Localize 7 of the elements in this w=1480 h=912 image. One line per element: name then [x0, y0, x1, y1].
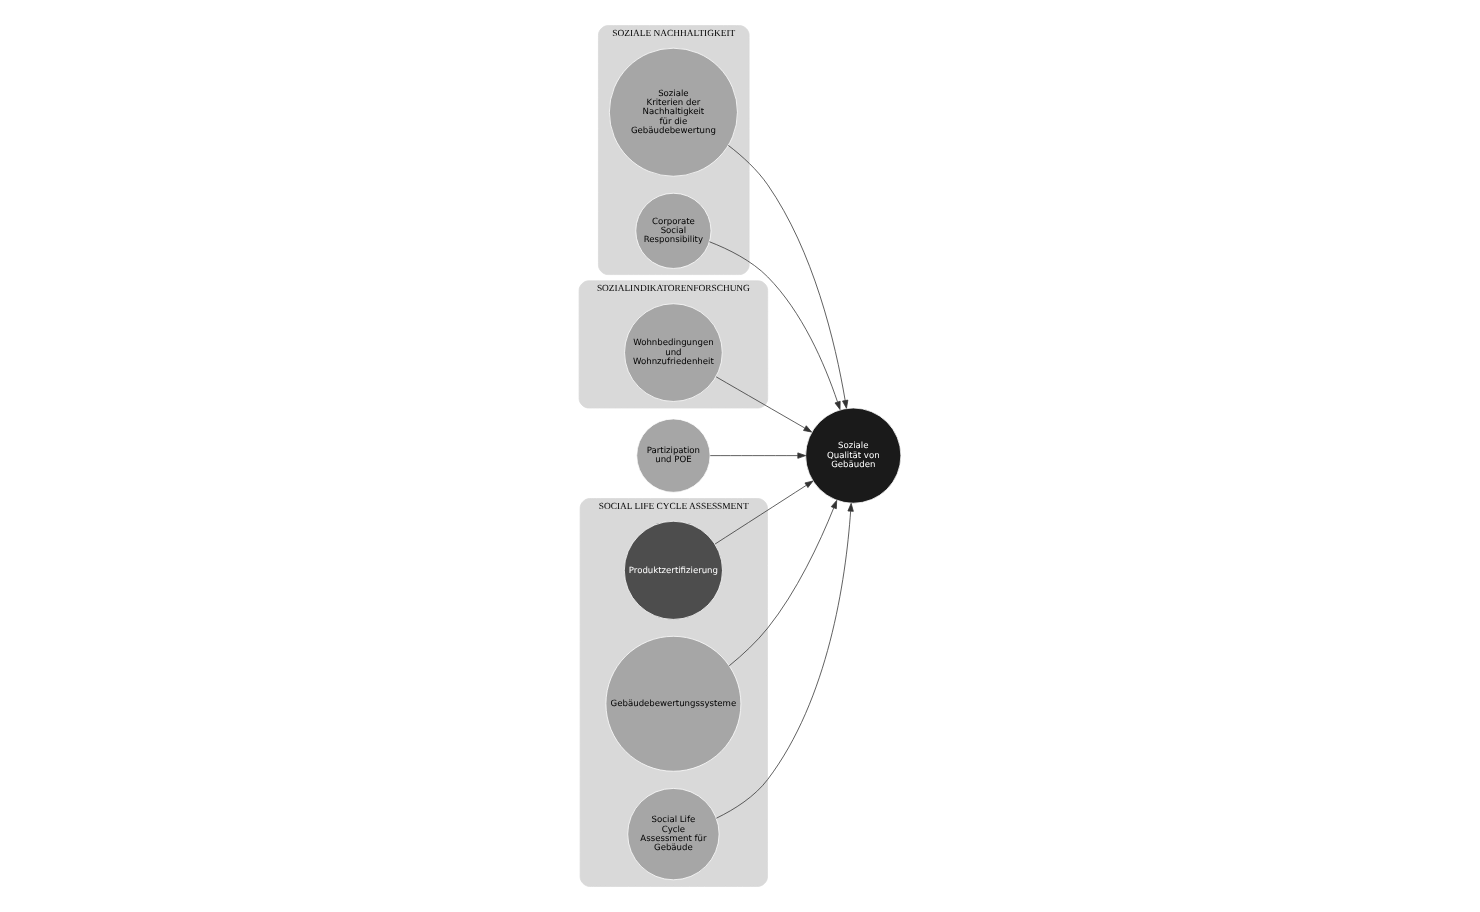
arrow: [715, 376, 813, 433]
arrow: [716, 503, 854, 819]
arrow: [709, 452, 806, 459]
arrow: [728, 500, 838, 667]
arrow: [709, 241, 841, 410]
arrow: [714, 480, 814, 545]
arrow: [727, 145, 849, 409]
